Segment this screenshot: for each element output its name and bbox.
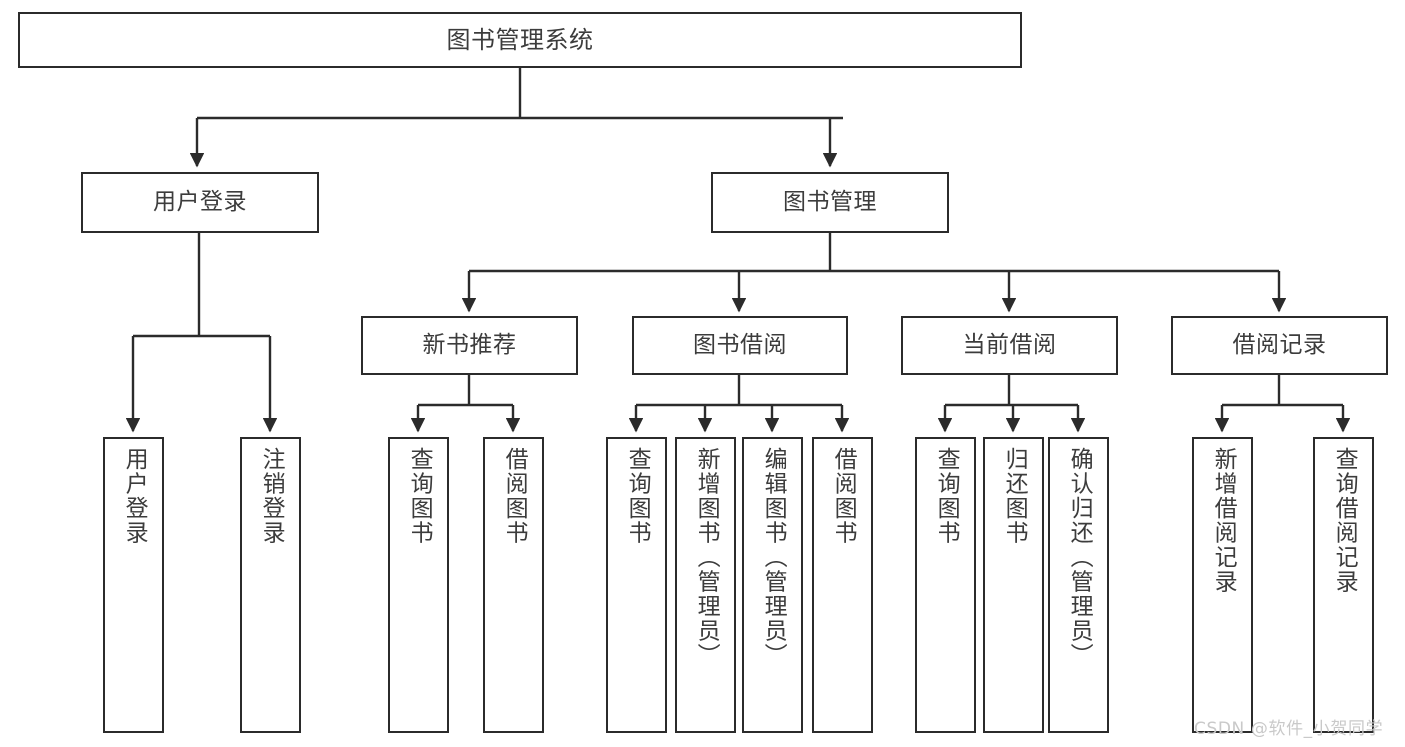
node-book-management[interactable]: 图书管理 — [711, 172, 949, 233]
leaf-recommend-borrow-book[interactable]: 借阅图书 — [483, 437, 544, 733]
leaf-current-return-book[interactable]: 归还图书 — [983, 437, 1044, 733]
leaf-user-login-login[interactable]: 用户登录 — [103, 437, 164, 733]
node-new-book-recommend[interactable]: 新书推荐 — [361, 316, 578, 375]
leaf-current-confirm-return-admin[interactable]: 确认归还（管理员） — [1048, 437, 1109, 733]
node-label: 当前借阅 — [962, 331, 1057, 358]
leaf-borrow-borrow-book[interactable]: 借阅图书 — [812, 437, 873, 733]
node-root-system[interactable]: 图书管理系统 — [18, 12, 1022, 68]
node-label: 借阅图书 — [830, 447, 857, 545]
node-label: 查询图书 — [933, 447, 960, 545]
node-label: 新书推荐 — [422, 331, 517, 358]
node-label: 用户登录 — [121, 447, 148, 545]
node-label: 查询图书 — [406, 447, 433, 545]
leaf-current-query-book[interactable]: 查询图书 — [915, 437, 976, 733]
node-label: 图书借阅 — [693, 331, 787, 358]
leaf-user-login-logout[interactable]: 注销登录 — [240, 437, 301, 733]
node-label: 新增借阅记录 — [1210, 447, 1237, 594]
node-label: 归还图书 — [1001, 447, 1028, 545]
leaf-borrow-query-book[interactable]: 查询图书 — [606, 437, 667, 733]
node-current-borrow[interactable]: 当前借阅 — [901, 316, 1118, 375]
node-label: 确认归还（管理员） — [1066, 447, 1093, 668]
node-book-borrow[interactable]: 图书借阅 — [632, 316, 848, 375]
leaf-borrow-edit-book-admin[interactable]: 编辑图书（管理员） — [742, 437, 803, 733]
node-label: 借阅记录 — [1232, 331, 1327, 358]
leaf-recommend-query-book[interactable]: 查询图书 — [388, 437, 449, 733]
node-label: 查询借阅记录 — [1331, 447, 1358, 594]
leaf-borrow-add-book-admin[interactable]: 新增图书（管理员） — [675, 437, 736, 733]
csdn-watermark: CSDN @软件_小贺同学 — [1194, 719, 1384, 739]
node-user-login[interactable]: 用户登录 — [81, 172, 319, 233]
node-label: 查询图书 — [624, 447, 651, 545]
node-borrow-record[interactable]: 借阅记录 — [1171, 316, 1388, 375]
leaf-record-query-record[interactable]: 查询借阅记录 — [1313, 437, 1374, 733]
leaf-record-add-record[interactable]: 新增借阅记录 — [1192, 437, 1253, 733]
node-label: 图书管理 — [783, 188, 877, 215]
node-label: 图书管理系统 — [446, 25, 594, 54]
node-label: 借阅图书 — [501, 447, 528, 545]
node-label: 注销登录 — [258, 447, 285, 545]
node-label: 编辑图书（管理员） — [760, 447, 787, 668]
node-label: 用户登录 — [153, 188, 247, 215]
node-label: 新增图书（管理员） — [693, 447, 720, 668]
